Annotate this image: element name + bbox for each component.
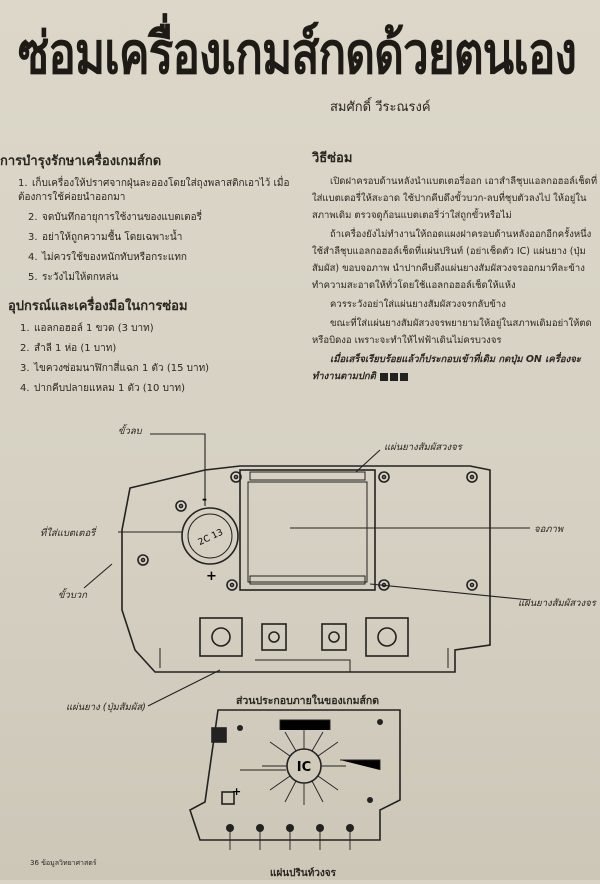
end-mark-squares xyxy=(379,372,408,381)
item-number: 5. xyxy=(28,272,38,283)
page-title: ซ่อมเครื่องเกมส์กดด้วยตนเอง xyxy=(18,19,577,87)
list-item: 4. ไม่ควรใช้ของหนักทับหรือกระแทก xyxy=(0,251,300,265)
screen-label: จอภาพ xyxy=(534,524,564,535)
item-text: จดบันทึกอายุการใช้งานของแบตเตอรี่ xyxy=(42,212,203,223)
ic-traces xyxy=(229,719,381,850)
item-number: 3. xyxy=(28,232,38,243)
left-column: การบำรุงรักษาเครื่องเกมส์กด 1.เก็บเครื่อ… xyxy=(0,150,300,402)
positive-terminal-label: ขั้วบวก xyxy=(58,590,87,601)
rubber-strip-top-label: แผ่นยางสัมผัสวงจร xyxy=(384,442,462,453)
method-paragraph: ขณะที่ใส่แผ่นยางสัมผัสวงจรพยายามให้อยู่ใ… xyxy=(312,318,592,346)
item-text: ปากคีบปลายแหลม 1 ตัว (10 บาท) xyxy=(34,383,186,394)
button-mid-left xyxy=(261,623,287,651)
tools-list: 1. แอลกอฮอล์ 1 ขวด (3 บาท) 2. สำลี 1 ห่อ (… xyxy=(0,322,300,396)
minus-sign: - xyxy=(202,492,207,506)
button-mid-right xyxy=(321,623,347,651)
item-text: ไขควงซ่อมนาฬิกาสี่แฉก 1 ตัว (15 บาท) xyxy=(34,363,210,374)
item-text: อย่าให้ถูกความชื้น โดยเฉพาะน้ำ xyxy=(42,232,183,243)
list-item: 1.เก็บเครื่องให้ปราศจากฝุ่นละอองโดยใส่ถุ… xyxy=(0,177,300,205)
battery-holder-label: ที่ใส่แบตเตอรี่ xyxy=(40,528,96,539)
rubber-strip-bottom xyxy=(249,575,366,585)
care-heading: การบำรุงรักษาเครื่องเกมส์กด xyxy=(0,154,162,169)
plus-sign: + xyxy=(206,569,217,584)
method-paragraph: ถ้าเครื่องยังไม่ทำงานให้ถอดแผงฝาครอบด้าน… xyxy=(312,229,592,291)
care-list: 1.เก็บเครื่องให้ปราศจากฝุ่นละอองโดยใส่ถุ… xyxy=(0,177,300,285)
right-column: วิธีซ่อม เปิดฝาครอบด้านหลังนำแบตเตอรี่ออ… xyxy=(312,150,600,387)
pcb-outline xyxy=(189,709,401,841)
author-name: สมศักดิ์ วีระณรงค์ xyxy=(330,100,431,115)
item-number: 4. xyxy=(28,252,38,263)
button-right xyxy=(365,617,409,657)
list-item: 2. จดบันทึกอายุการใช้งานของแบตเตอรี่ xyxy=(0,211,300,225)
diagram-svg: IC 2C 13 - + + xyxy=(83,433,531,850)
list-item: 3. ไขควงซ่อมนาฬิกาสี่แฉก 1 ตัว (15 บาท) xyxy=(0,362,300,376)
closing-text: เมื่อเสร็จเรียบร้อยแล้วก็ประกอบเข้าที่เด… xyxy=(312,354,581,382)
button-left xyxy=(199,617,243,657)
battery-cell-text: 2C 13 xyxy=(197,528,225,548)
list-item: 5. ระวังไม่ให้ตกหล่น xyxy=(0,271,300,285)
list-item: 2. สำลี 1 ห่อ (1 บาท) xyxy=(0,342,300,356)
list-item: 4. ปากคีบปลายแหลม 1 ตัว (10 บาท) xyxy=(0,382,300,396)
item-number: 3. xyxy=(20,363,30,374)
lcd-screen-outline xyxy=(239,469,376,591)
item-number: 2. xyxy=(28,212,38,223)
item-text: สำลี 1 ห่อ (1 บาท) xyxy=(34,343,117,354)
item-number: 2. xyxy=(20,343,30,354)
method-paragraph: ควรระวังอย่าใส่แผ่นยางสัมผัสวงจรกลับข้าง xyxy=(330,299,506,310)
negative-terminal-label: ขั้วลบ xyxy=(118,426,142,437)
list-item: 3. อย่าให้ถูกความชื้น โดยเฉพาะน้ำ xyxy=(0,231,300,245)
method-closing: เมื่อเสร็จเรียบร้อยแล้วก็ประกอบเข้าที่เด… xyxy=(312,351,600,385)
item-text: แอลกอฮอล์ 1 ขวด (3 บาท) xyxy=(34,323,154,334)
rubber-strip-right-label: แผ่นยางสัมผัสวงจร xyxy=(518,598,596,609)
method-heading: วิธีซ่อม xyxy=(312,151,353,166)
pcb-caption: แผ่นปรินท์วงจร xyxy=(270,868,337,879)
method-paragraph: เปิดฝาครอบด้านหลังนำแบตเตอรี่ออก เอาสำลี… xyxy=(312,176,598,221)
item-number: 1. xyxy=(18,178,28,189)
tools-heading: อุปกรณ์และเครื่องมือในการซ่อม xyxy=(8,299,188,314)
ic-label: IC xyxy=(297,760,311,775)
item-text: ไม่ควรใช้ของหนักทับหรือกระแทก xyxy=(42,252,187,263)
item-text: ระวังไม่ให้ตกหล่น xyxy=(42,272,119,283)
item-number: 4. xyxy=(20,383,30,394)
board-outline xyxy=(121,465,491,673)
inside-caption: ส่วนประกอบภายในของเกมส์กด xyxy=(236,695,380,707)
game-internals-diagram: IC 2C 13 - + + ขั้วลบ ที่ใส่แบตเตอรี่ ขั… xyxy=(0,410,600,884)
item-number: 1. xyxy=(20,323,30,334)
battery-cell xyxy=(181,507,239,565)
list-item: 1. แอลกอฮอล์ 1 ขวด (3 บาท) xyxy=(0,322,300,336)
item-text: เก็บเครื่องให้ปราศจากฝุ่นละอองโดยใส่ถุงพ… xyxy=(18,178,290,203)
rubber-strip-top xyxy=(249,471,366,481)
rubber-buttons-label: แผ่นยาง (ปุ่มสัมผัส) xyxy=(66,702,146,713)
pcb-plus-sign: + xyxy=(232,785,241,798)
page-footer: 36 ข้อมูลวิทยาศาสตร์ xyxy=(30,859,97,867)
